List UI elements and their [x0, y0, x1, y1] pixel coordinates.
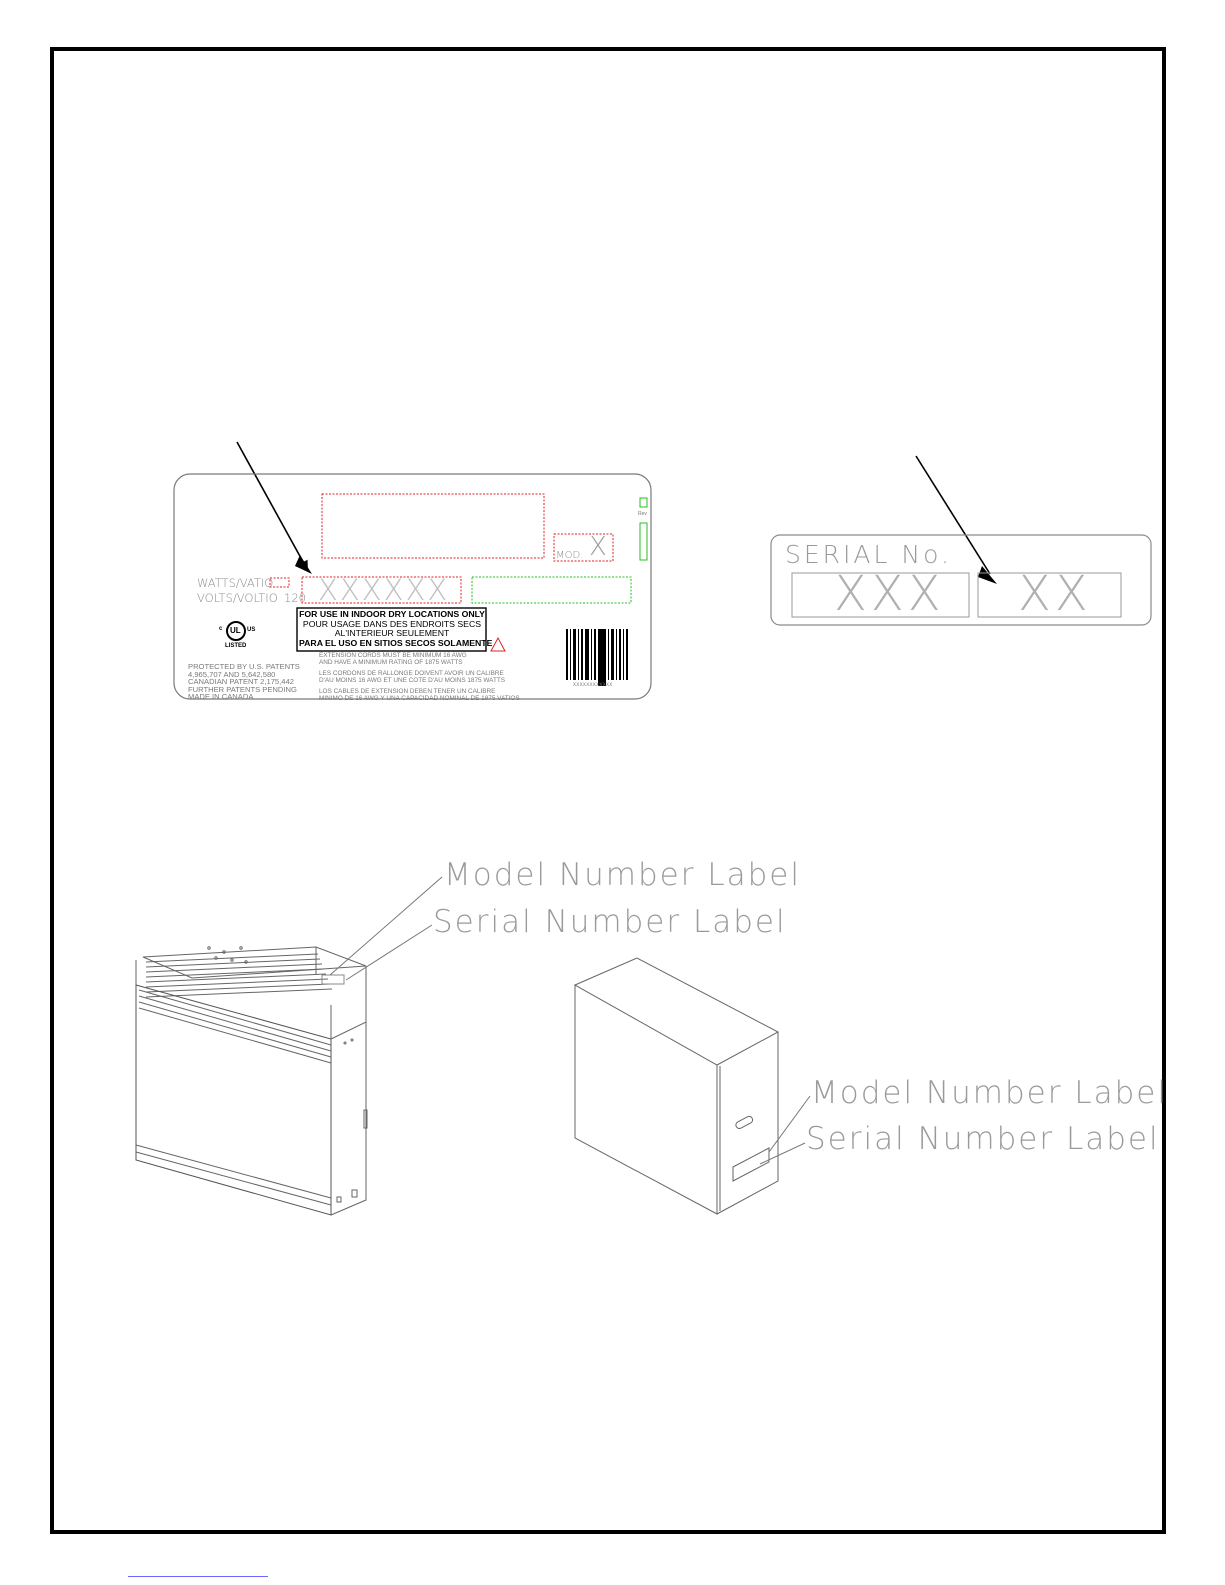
serial-label-arrow-head	[978, 566, 997, 584]
cord-line-en: AND HAVE A MINIMUM RATING OF 1875 WATTS	[319, 659, 463, 666]
rev-box-bottom	[639, 522, 648, 561]
model-label-arrow-head	[295, 555, 312, 574]
patent-info: PROTECTED BY U.S. PATENTS 4,965,707 AND …	[188, 663, 300, 701]
left-serial-number-callout: Serial Number Label	[433, 904, 787, 940]
product-name-box	[321, 493, 545, 559]
patent-line: 4,965,707 AND 5,642,580	[188, 669, 276, 679]
serial-label-arrow	[915, 455, 991, 575]
model-number-box	[301, 576, 462, 604]
extension-cord-text: EXTENSION CORDS MUST BE MINIMUM 16 AWG A…	[319, 652, 520, 702]
serial-left-box	[791, 572, 970, 618]
notice-box	[296, 607, 487, 652]
volts-label: VOLTS/VOLTIO	[197, 591, 278, 605]
notice-line: PARA EL USO EN SITIOS SECOS SOLAMENTE	[299, 637, 493, 648]
serial-label-outline	[770, 534, 1152, 626]
left-unit-drawing	[135, 946, 368, 1216]
serial-right-value: XX	[1018, 566, 1092, 622]
model-label-outline	[173, 473, 652, 700]
warning-triangle-icon	[490, 636, 506, 652]
cord-line-en: EXTENSION CORDS MUST BE MINIMUM 16 AWG	[319, 652, 467, 659]
mod-box	[553, 533, 614, 562]
notice-line: POUR USAGE DANS DES ENDROITS SECS	[302, 618, 482, 629]
dry-location-notice: FOR USE IN INDOOR DRY LOCATIONS ONLY POU…	[299, 609, 493, 648]
cord-line-fr: LES CORDONS DE RALLONGE DOIVENT AVOIR UN…	[319, 670, 504, 677]
cord-line-es: MINIMO DE 16 AWG Y UNA CAPACIDAD NOMINAL…	[319, 695, 520, 702]
barcode-icon	[566, 629, 628, 686]
ul-mark: UL	[230, 626, 241, 635]
mod-value: X	[589, 532, 607, 562]
footer-link-underline[interactable]	[128, 1576, 268, 1577]
right-unit-drawing	[573, 957, 780, 1215]
volts-value: 120	[284, 591, 306, 605]
ul-c-mark: c	[219, 626, 223, 632]
watts-label: WATTS/VATIO	[197, 576, 274, 590]
right-model-number-callout: Model Number Label	[811, 1075, 1168, 1111]
left-model-number-callout: Model Number Label	[444, 857, 801, 893]
ul-listed-icon	[226, 621, 246, 641]
right-serial-number-callout: Serial Number Label	[806, 1121, 1160, 1157]
rev-box-top	[639, 497, 648, 508]
right-model-leader	[768, 1095, 811, 1153]
serial-left-value: XXX	[834, 566, 945, 622]
mod-prefix: MOD.	[556, 550, 584, 561]
patent-line: MADE IN CANADA	[188, 692, 254, 702]
left-serial-leader	[345, 924, 433, 981]
cord-line-es: LOS CABLES DE EXTENSION DEBEN TENER UN C…	[319, 688, 496, 695]
patent-line: CANADIAN PATENT 2,175,442	[188, 677, 294, 687]
ul-listed: LISTED	[225, 643, 247, 649]
model-label-arrow	[236, 441, 308, 571]
page-border	[50, 47, 1166, 1534]
barcode-text: XXXXXXXXXXXX	[573, 682, 613, 688]
rev-label: Rev	[638, 511, 647, 517]
notice-line: FOR USE IN INDOOR DRY LOCATIONS ONLY	[299, 609, 485, 619]
patent-line: FURTHER PATENTS PENDING	[188, 684, 297, 694]
serial-right-box	[977, 572, 1122, 618]
model-number-placeholder: XXXXXX	[318, 573, 450, 607]
green-data-box	[471, 576, 632, 604]
ul-us-mark: US	[247, 627, 256, 633]
patent-line: PROTECTED BY U.S. PATENTS	[188, 662, 300, 671]
notice-line: AL'INTERIEUR SEULEMENT	[334, 628, 450, 638]
cord-line-fr: D'AU MOINS 16 AWG ET UNE COTE D'AU MOINS…	[319, 677, 506, 684]
right-serial-leader	[759, 1142, 806, 1165]
left-model-leader	[329, 876, 443, 976]
serial-title: SERIAL No.	[785, 540, 952, 569]
